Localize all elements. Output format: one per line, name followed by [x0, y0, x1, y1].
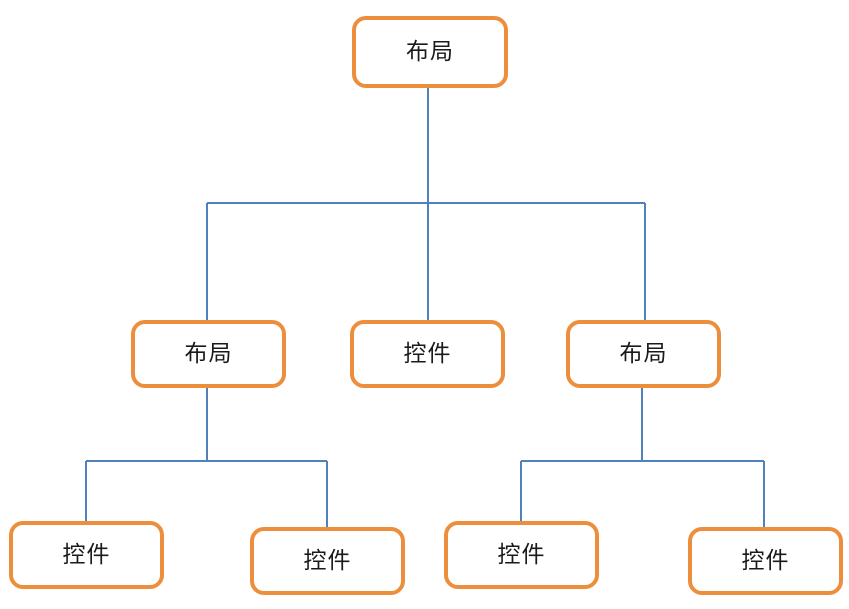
node-label: 控件: [303, 547, 352, 574]
node-l2-left[interactable]: 布局: [131, 320, 286, 388]
node-l3-c[interactable]: 控件: [444, 521, 599, 589]
node-label: 控件: [741, 547, 790, 574]
node-label: 布局: [184, 340, 233, 367]
node-label: 控件: [62, 541, 111, 568]
node-l3-d[interactable]: 控件: [688, 527, 843, 595]
node-l2-mid[interactable]: 控件: [350, 320, 505, 388]
node-label: 控件: [403, 340, 452, 367]
node-label: 布局: [406, 38, 454, 65]
node-label: 布局: [619, 340, 668, 367]
node-root[interactable]: 布局: [352, 16, 508, 88]
node-l3-a[interactable]: 控件: [9, 521, 164, 589]
node-l3-b[interactable]: 控件: [250, 527, 405, 595]
node-l2-right[interactable]: 布局: [566, 320, 721, 388]
node-label: 控件: [497, 541, 546, 568]
